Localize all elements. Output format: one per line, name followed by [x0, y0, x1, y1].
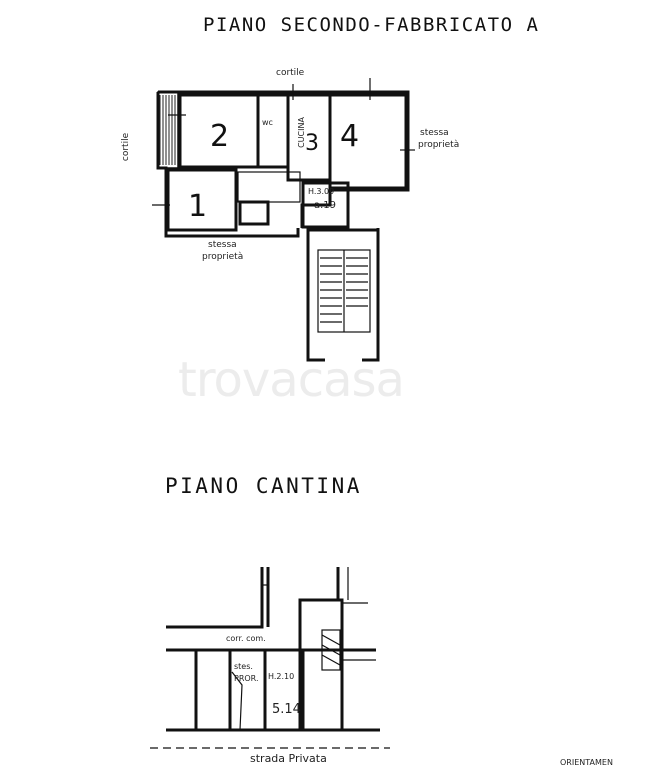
label-cortile-top: cortile — [276, 68, 305, 78]
label-cucina: CUCINA — [296, 117, 306, 148]
label-stessa-right-2: proprietà — [418, 140, 460, 150]
label-area-lower: 5.14 — [272, 702, 301, 717]
label-stessa-right-1: stessa — [420, 128, 449, 138]
label-height-upper: H.3.09 — [308, 187, 335, 196]
label-corr-com: corr. com. — [226, 634, 266, 643]
label-height-lower: H.2.10 — [268, 672, 295, 681]
label-stes-1: stes. — [234, 662, 253, 671]
room-number-2: 2 — [210, 119, 229, 154]
label-area-upper: a.19 — [314, 200, 337, 211]
floor-title-second: PIANO SECONDO-FABBRICATO A — [203, 14, 540, 36]
label-stessa-bottom-2: proprietà — [202, 252, 244, 262]
second-floor-plan: 2 1 3 4 — [152, 78, 415, 362]
label-strada-privata: strada Privata — [250, 752, 327, 765]
cellar-floor-plan — [150, 567, 390, 749]
floor-title-cellar: PIANO CANTINA — [165, 474, 362, 498]
label-cortile-left: cortile — [121, 132, 132, 162]
label-stes-2: PROR. — [234, 674, 259, 683]
room-number-4: 4 — [340, 119, 359, 154]
label-stessa-bottom-1: stessa — [208, 240, 237, 250]
label-orientamento: ORIENTAMEN — [560, 758, 613, 767]
room-number-1: 1 — [188, 189, 207, 224]
label-wc: wc — [262, 118, 273, 127]
room-number-3: 3 — [305, 131, 319, 156]
